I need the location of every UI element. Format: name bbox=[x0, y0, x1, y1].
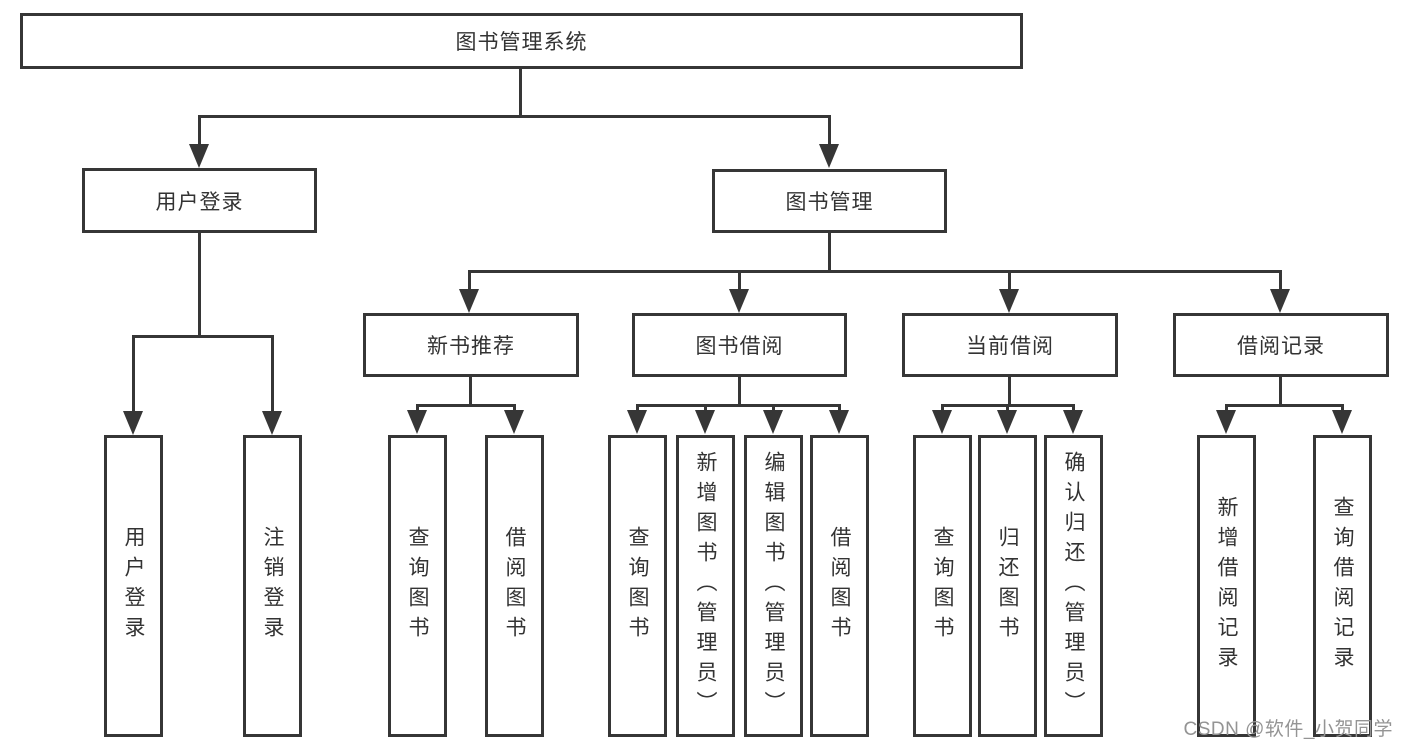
arrow-down-icon bbox=[262, 411, 282, 435]
csdn-watermark: CSDN @软件_小贺同学 bbox=[1183, 719, 1393, 740]
connector-line bbox=[468, 270, 1282, 273]
node-root: 图书管理系统 bbox=[20, 13, 1023, 69]
node-book-borrow: 图书借阅 bbox=[632, 313, 847, 377]
connector-line bbox=[416, 404, 516, 407]
connector-line bbox=[132, 335, 274, 338]
arrow-down-icon bbox=[819, 144, 839, 168]
connector-line bbox=[1279, 270, 1282, 290]
arrow-down-icon bbox=[1063, 410, 1083, 434]
connector-line bbox=[1006, 404, 1009, 412]
connector-line bbox=[469, 377, 472, 407]
connector-line bbox=[1341, 404, 1344, 412]
leaf-add-borrow-record: 新增借阅记录 bbox=[1197, 435, 1256, 737]
arrow-down-icon bbox=[695, 410, 715, 434]
arrow-down-icon bbox=[1216, 410, 1236, 434]
leaf-add-books-admin: 新增图书（管理员） bbox=[676, 435, 735, 737]
node-new-book-recommend: 新书推荐 bbox=[363, 313, 579, 377]
connector-line bbox=[838, 404, 841, 412]
node-current-borrow: 当前借阅 bbox=[902, 313, 1118, 377]
leaf-query-borrow-record: 查询借阅记录 bbox=[1313, 435, 1372, 737]
connector-line bbox=[828, 115, 831, 146]
leaf-query-books-recommend: 查询图书 bbox=[388, 435, 447, 737]
leaf-query-books-borrow: 查询图书 bbox=[608, 435, 667, 737]
leaf-borrow-books-recommend: 借阅图书 bbox=[485, 435, 544, 737]
connector-line bbox=[468, 270, 471, 290]
node-borrow-records: 借阅记录 bbox=[1173, 313, 1389, 377]
connector-line bbox=[636, 404, 639, 412]
connector-line bbox=[271, 335, 274, 411]
connector-line bbox=[738, 270, 741, 290]
connector-line bbox=[828, 233, 831, 273]
leaf-query-books-current: 查询图书 bbox=[913, 435, 972, 737]
leaf-edit-books-admin: 编辑图书（管理员） bbox=[744, 435, 803, 737]
leaf-borrow-books: 借阅图书 bbox=[810, 435, 869, 737]
connector-line bbox=[1008, 270, 1011, 290]
connector-line bbox=[941, 404, 944, 412]
node-book-management: 图书管理 bbox=[712, 169, 947, 233]
connector-line bbox=[513, 404, 516, 412]
node-user-login: 用户登录 bbox=[82, 168, 317, 233]
connector-line bbox=[636, 404, 840, 407]
connector-line bbox=[772, 404, 775, 412]
arrow-down-icon bbox=[997, 410, 1017, 434]
arrow-down-icon bbox=[459, 289, 479, 313]
connector-line bbox=[198, 233, 201, 338]
arrow-down-icon bbox=[1332, 410, 1352, 434]
connector-line bbox=[132, 335, 135, 411]
connector-line bbox=[1008, 377, 1011, 407]
arrow-down-icon bbox=[627, 410, 647, 434]
arrow-down-icon bbox=[829, 410, 849, 434]
connector-line bbox=[1072, 404, 1075, 412]
arrow-down-icon bbox=[504, 410, 524, 434]
arrow-down-icon bbox=[999, 289, 1019, 313]
arrow-down-icon bbox=[932, 410, 952, 434]
arrow-down-icon bbox=[123, 411, 143, 435]
connector-line bbox=[198, 115, 201, 146]
arrow-down-icon bbox=[763, 410, 783, 434]
connector-line bbox=[704, 404, 707, 412]
connector-line bbox=[1225, 404, 1344, 407]
connector-line bbox=[1225, 404, 1228, 412]
leaf-confirm-return-admin: 确认归还（管理员） bbox=[1044, 435, 1103, 737]
arrow-down-icon bbox=[1270, 289, 1290, 313]
connector-line bbox=[519, 69, 522, 118]
arrow-down-icon bbox=[189, 144, 209, 168]
leaf-return-books: 归还图书 bbox=[978, 435, 1037, 737]
connector-line bbox=[416, 404, 419, 412]
leaf-user-login: 用户登录 bbox=[104, 435, 163, 737]
connector-line bbox=[738, 377, 741, 407]
arrow-down-icon bbox=[407, 410, 427, 434]
arrow-down-icon bbox=[729, 289, 749, 313]
connector-line bbox=[1279, 377, 1282, 407]
connector-line bbox=[198, 115, 831, 118]
leaf-logout: 注销登录 bbox=[243, 435, 302, 737]
